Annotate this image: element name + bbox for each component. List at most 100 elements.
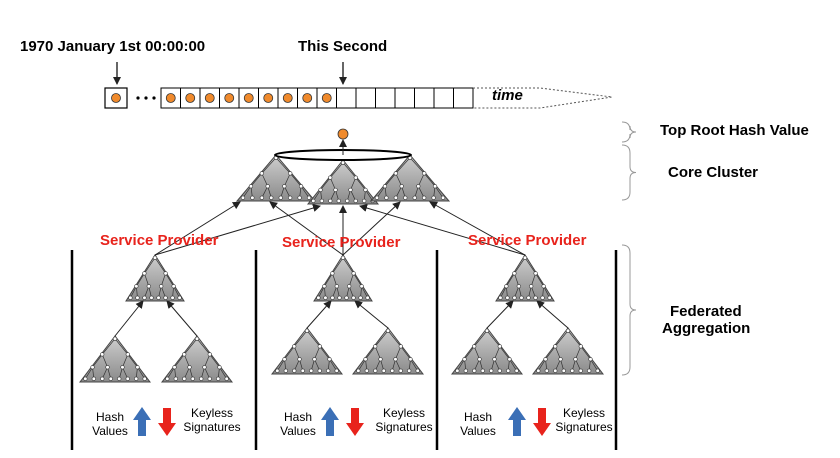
sig-label-line1: Keyless [382, 406, 426, 420]
tree-node [374, 195, 380, 200]
tree-node [326, 368, 331, 373]
tree-edge [137, 367, 145, 379]
signature-down-arrow-1 [158, 408, 176, 436]
tree-node [393, 195, 398, 200]
tree-node [432, 184, 438, 189]
provider-link-arrow [114, 300, 144, 337]
hash-label-line2: Values [460, 424, 496, 438]
tree-edge [473, 359, 480, 371]
tree-node [100, 376, 105, 381]
tree-edge [514, 273, 520, 287]
tree-edge [165, 273, 174, 287]
sig-label-line1: Keyless [190, 406, 234, 420]
time-cell [355, 87, 376, 109]
tree-edge [114, 338, 129, 355]
tree-node [259, 171, 264, 176]
tree-node [128, 295, 133, 300]
time-hash-node [243, 93, 254, 103]
tree-node [347, 284, 352, 289]
tree-node [497, 368, 502, 373]
tree-node [304, 328, 310, 333]
tree-node [587, 368, 592, 373]
tree-node [516, 284, 521, 289]
time-cell [394, 87, 415, 109]
tree-node [345, 198, 350, 204]
tree-node [319, 198, 324, 204]
tree-edge [261, 173, 268, 187]
tree-edge [183, 338, 198, 355]
tree-node [172, 365, 177, 370]
tree-node [498, 295, 503, 300]
tree-edge [358, 359, 366, 371]
tree-node [588, 357, 593, 362]
core-tree-right [369, 154, 451, 202]
tree-edge [409, 157, 425, 174]
tree-edge [575, 359, 582, 371]
tree-edge [250, 173, 263, 187]
tree-node [275, 368, 280, 373]
tree-node [393, 171, 398, 176]
keyless-signatures-label-2: Keyless Signatures [372, 406, 436, 434]
tree-edge [261, 186, 268, 198]
tree-body [313, 254, 373, 302]
tree-edge [219, 367, 227, 379]
federated-label-line1: Federated [670, 303, 742, 320]
provider-link-arrow [486, 300, 514, 329]
tree-edge [329, 177, 336, 191]
tree-edge [144, 273, 150, 287]
tree-edge [293, 330, 308, 347]
tree-edge [423, 173, 436, 187]
tree-node [278, 195, 283, 200]
tree-edge [136, 273, 145, 287]
tree-node [373, 344, 378, 349]
tree-edge [395, 186, 402, 198]
tree-edge [284, 346, 295, 360]
tree-edge [395, 157, 411, 174]
tree-edge [293, 359, 300, 371]
tree-edge [395, 173, 402, 187]
tree-node [165, 376, 170, 381]
tree-node [547, 295, 552, 300]
provider-2-leaf-tree-2 [351, 327, 425, 375]
tree-edge [122, 367, 129, 379]
hash-label-line1: Hash [463, 410, 492, 424]
tree-edge [365, 346, 376, 360]
tree-node [403, 195, 408, 200]
tree-edge [554, 330, 569, 347]
tree-edge [167, 367, 175, 379]
hash-values-label-3: Hash Values [456, 410, 500, 438]
tree-node [159, 284, 164, 289]
tree-edge [395, 346, 402, 360]
tree-edge [580, 346, 591, 360]
tree-edge [101, 354, 108, 368]
tree-node [135, 365, 140, 370]
tree-edge [374, 359, 381, 371]
tree-edge [590, 359, 598, 371]
tree-node [100, 352, 105, 357]
tree-edge [277, 359, 285, 371]
tree-node [408, 357, 413, 362]
tree-edge [350, 177, 357, 191]
tree-node [240, 195, 246, 200]
tree-node [282, 357, 287, 362]
tree-node [351, 271, 356, 276]
core-tree-middle [306, 159, 380, 205]
tree-node [105, 365, 110, 370]
tree-node [358, 295, 363, 300]
tree-node [484, 328, 490, 333]
ellipsis-dot [152, 96, 156, 100]
tree-node [207, 352, 212, 357]
tree-edge [554, 346, 561, 360]
tree-node [506, 368, 511, 373]
ellipsis-dot [136, 96, 140, 100]
tree-edge [127, 354, 138, 368]
tree-body [351, 327, 425, 375]
tree-node [543, 357, 548, 362]
hash-up-arrow-2 [321, 407, 339, 436]
tree-node [135, 295, 140, 300]
tree-edge [183, 354, 190, 368]
tree-edge [353, 273, 362, 287]
core-cluster-label: Core Cluster [668, 164, 759, 181]
tree-body [450, 327, 524, 375]
tree-node [163, 295, 168, 300]
